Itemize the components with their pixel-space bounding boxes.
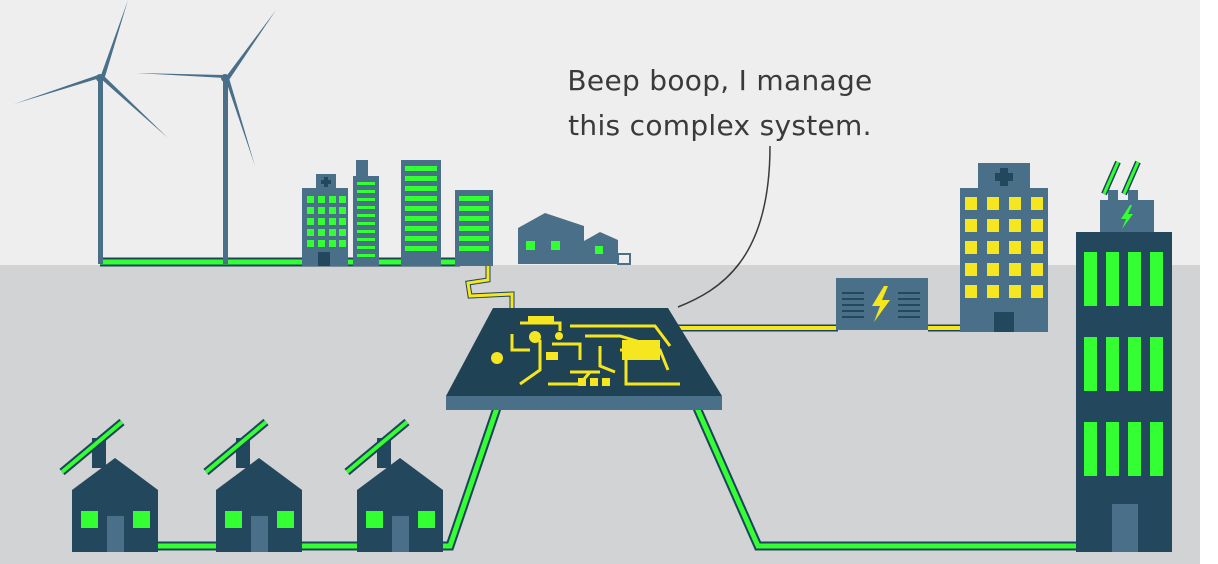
speech-line-1: Beep boop, I manage <box>567 64 873 97</box>
tower-building <box>1076 160 1172 552</box>
speech-bubble-text: Beep boop, I manage this complex system. <box>540 58 900 148</box>
lightning-bolt-icon <box>872 286 890 322</box>
city-buildings <box>302 160 631 266</box>
medical-cross-icon <box>995 168 1013 186</box>
wind-turbine-right <box>136 10 276 264</box>
lightning-bolt-icon <box>1121 205 1133 229</box>
yellow-power-lines <box>465 262 962 332</box>
grid-controller-circuit-board <box>446 308 722 410</box>
house-2 <box>203 418 302 552</box>
speech-line-2: this complex system. <box>568 109 872 142</box>
speech-pointer-line <box>677 145 771 308</box>
house-3 <box>344 418 443 552</box>
transformer-station <box>836 278 928 330</box>
house-1 <box>59 418 158 552</box>
wind-turbine-left <box>14 0 168 264</box>
hospital-building <box>960 163 1048 332</box>
